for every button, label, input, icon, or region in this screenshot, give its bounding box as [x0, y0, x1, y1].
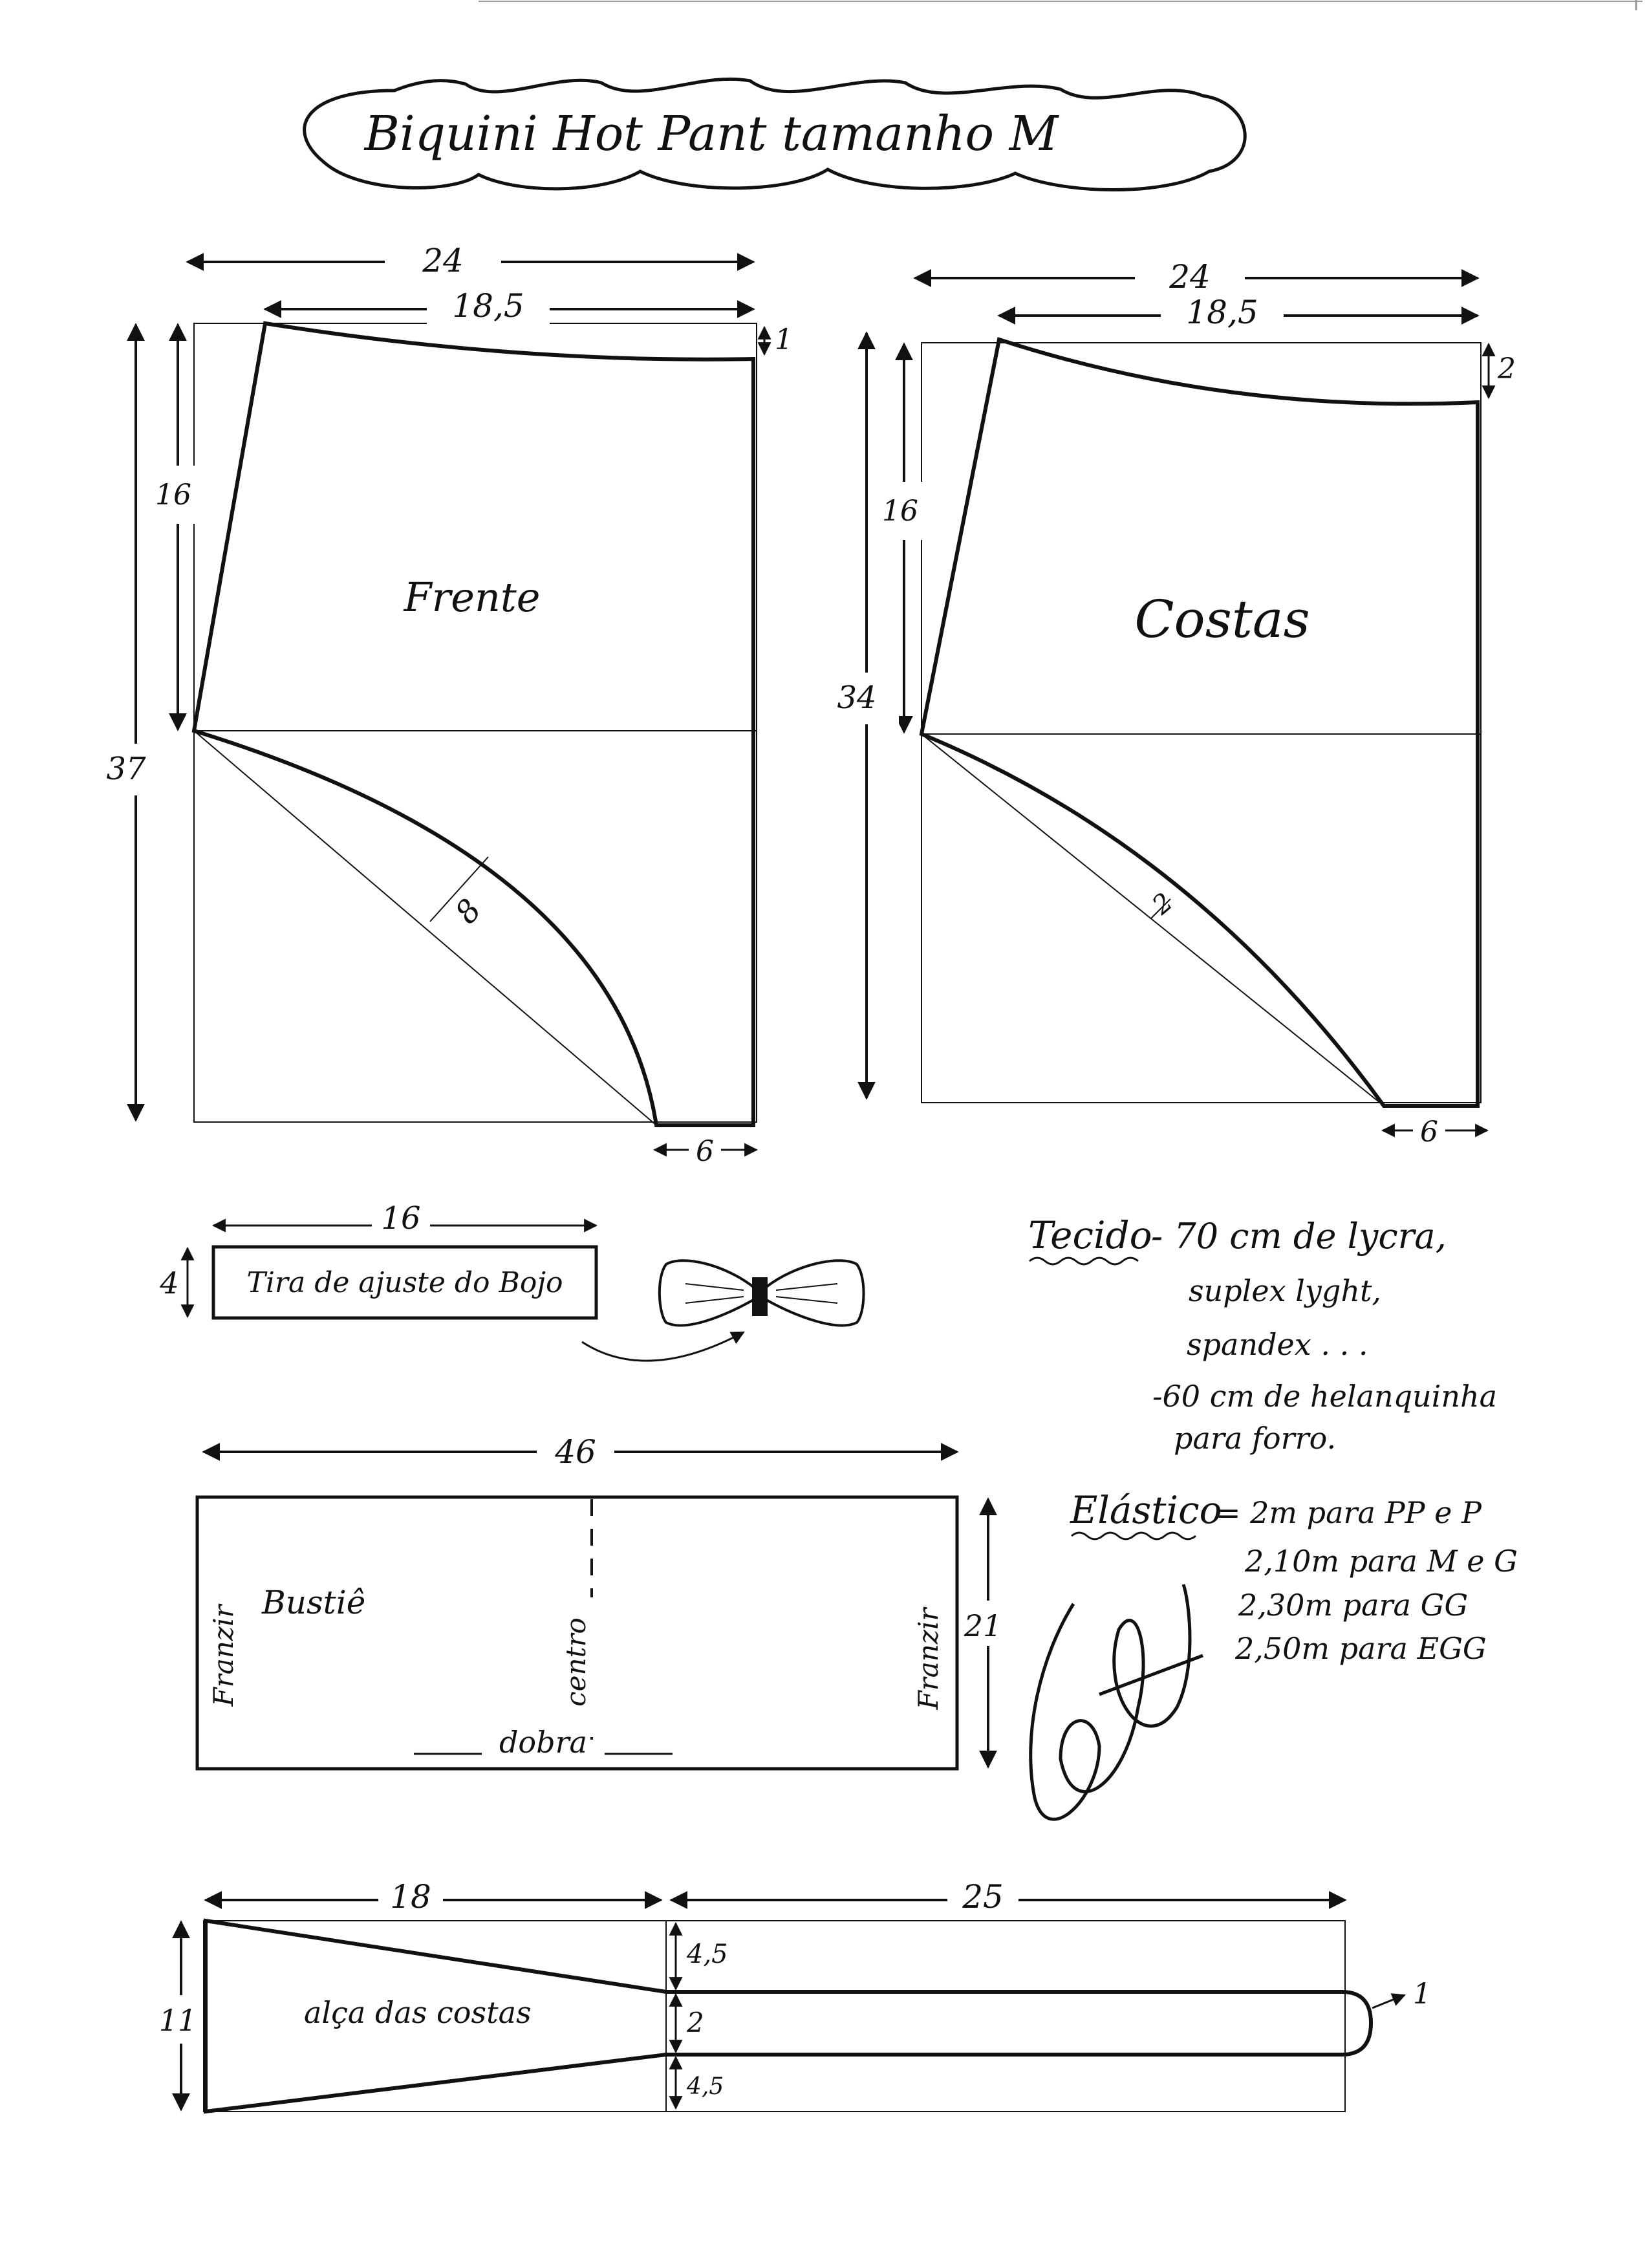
strap-first-length-label: 18 [390, 1878, 431, 1916]
designer-signature [1029, 1584, 1203, 1821]
bustier-width-label: 46 [554, 1433, 596, 1471]
bustier-outline [195, 1495, 959, 1771]
bow-pleats [685, 1283, 838, 1304]
back-upper-height-label: 16 [882, 495, 918, 528]
strip-outline [211, 1245, 598, 1320]
label-mask [385, 239, 501, 281]
back-panel: 24 18,5 2 16 34 Costas 2 6 [834, 255, 1516, 1149]
elastic-line: 2,10m para M e G [1244, 1544, 1518, 1579]
bustier-panel: 46 21 Bustiê Franzir Franzir centro dobr… [195, 1429, 1009, 1771]
front-grid-box [193, 323, 757, 1123]
fabric-line: para forro. [1174, 1421, 1336, 1456]
strap-tip-label: 1 [1413, 1978, 1431, 2011]
back-bottom-width-label: 6 [1420, 1116, 1438, 1149]
back-outline [919, 337, 1480, 1108]
strip-length-label: 16 [381, 1200, 420, 1237]
bow-left-wing [658, 1259, 755, 1327]
bustier-center-label: centro [560, 1617, 592, 1707]
front-curve-depth-label: 8 [448, 892, 489, 931]
label-mask [155, 466, 195, 524]
label-mask [970, 1601, 1009, 1646]
back-total-height-label: 34 [837, 680, 876, 716]
elastic-line: = 2m para PP e P [1216, 1495, 1482, 1530]
strip-height-label: 4 [159, 1266, 178, 1301]
fabric-heading-underline [1029, 1257, 1139, 1266]
bustier-label: Bustiê [261, 1584, 365, 1621]
strap-bottom-gap-label: 4,5 [686, 2073, 724, 2100]
front-top-width-label: 18,5 [452, 287, 524, 325]
title-cloud-outline [303, 77, 1247, 191]
back-panel-name: Costas [1134, 589, 1310, 649]
front-curve-depth-line [429, 856, 489, 922]
label-mask [1135, 255, 1245, 297]
label-mask [1161, 294, 1284, 334]
fabric-line: spandex . . . [1187, 1327, 1368, 1362]
label-mask [1413, 1116, 1445, 1147]
bow-right-wing [765, 1259, 865, 1327]
bow-knot [752, 1277, 768, 1316]
signature-mark [1029, 1584, 1203, 1821]
label-mask [537, 1429, 614, 1471]
strap-second-length-label: 25 [962, 1878, 1004, 1916]
fabric-line: -60 cm de helanquinha [1152, 1379, 1497, 1414]
materials-notes: Tecido - 70 cm de lycra, suplex lyght, s… [1028, 1213, 1518, 1666]
page-title: Biquini Hot Pant tamanho M [363, 106, 1060, 162]
strip-to-bow-arrow [581, 1331, 745, 1362]
back-strap: 18 25 11 alça das costas 4,5 2 4,5 1 [158, 1875, 1431, 2114]
title-banner: Biquini Hot Pant tamanho M [303, 77, 1247, 191]
bustier-height-label: 21 [964, 1608, 1002, 1643]
front-width-label: 24 [422, 242, 464, 279]
back-curve-depth-line [1150, 898, 1171, 919]
back-top-width-label: 18,5 [1186, 294, 1258, 331]
back-grid-box [921, 342, 1482, 1103]
strap-height-label: 11 [159, 2003, 197, 2038]
label-mask [372, 1200, 430, 1238]
label-mask [881, 482, 922, 540]
elastic-heading: Elástico [1070, 1488, 1222, 1532]
label-mask [427, 288, 550, 328]
back-diagonal [921, 733, 1385, 1107]
strap-tip-arrow [1372, 1993, 1406, 2009]
bustier-left-gather: Franzir [208, 1603, 239, 1707]
label-mask [947, 1875, 1018, 1917]
back-offset-label: 2 [1497, 352, 1516, 385]
label-mask [561, 1597, 601, 1727]
strip-label: Tira de ajuste do Bojo [247, 1266, 563, 1299]
front-panel: 24 18,5 1 16 37 Frente 8 6 [103, 239, 793, 1168]
front-diagonal [193, 730, 657, 1126]
front-panel-name: Frente [404, 574, 541, 621]
fabric-heading: Tecido [1028, 1213, 1152, 1257]
label-mask [689, 1135, 721, 1166]
front-bottom-width-label: 6 [696, 1135, 714, 1168]
front-outline [191, 321, 755, 1127]
front-offset-label: 1 [775, 323, 793, 356]
strap-top-gap-label: 4,5 [686, 1939, 728, 1969]
front-total-height-label: 37 [106, 751, 146, 787]
label-mask [834, 673, 899, 724]
front-upper-height-label: 16 [155, 479, 191, 512]
label-mask [378, 1875, 443, 1917]
label-mask [103, 744, 168, 795]
elastic-heading-underline [1071, 1531, 1196, 1540]
back-curve-depth-label: 2 [1147, 887, 1179, 921]
elastic-line: 2,30m para GG [1238, 1588, 1468, 1623]
fabric-line: - 70 cm de lycra, [1151, 1216, 1447, 1257]
cup-strip: 16 4 Tira de ajuste do Bojo [159, 1200, 865, 1362]
back-width-label: 24 [1169, 258, 1211, 296]
strap-outline [204, 1918, 1374, 2114]
bustier-right-gather: Franzir [912, 1606, 944, 1711]
bow-illustration [658, 1259, 865, 1327]
bustier-fold-label: dobra [499, 1725, 587, 1760]
elastic-line: 2,50m para EGG [1234, 1631, 1487, 1666]
strap-label: alça das costas [304, 1995, 532, 2030]
fabric-line: suplex lyght, [1189, 1273, 1381, 1308]
strap-middle-width-label: 2 [686, 2007, 704, 2038]
label-mask [158, 1995, 200, 2044]
